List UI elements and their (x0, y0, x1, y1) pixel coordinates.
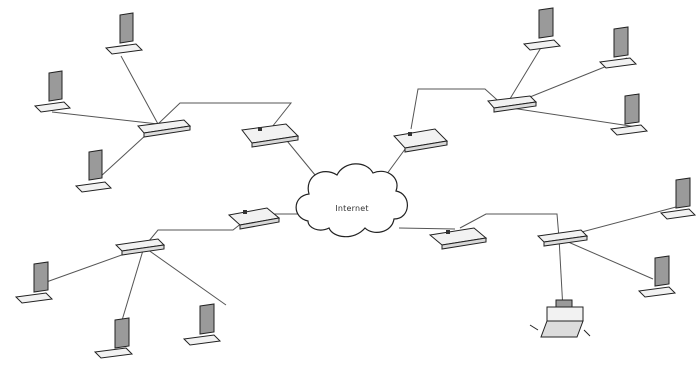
switch-icon (114, 238, 166, 256)
computer-bottom-left-1 (14, 261, 54, 304)
router-top-left (241, 123, 300, 148)
link-switch-br-pc2 (558, 237, 654, 280)
computer-icon (637, 255, 677, 298)
computer-icon (609, 93, 649, 136)
router-icon (227, 207, 281, 230)
link-switch-tl-router-tl (157, 102, 293, 128)
switch-icon (536, 229, 589, 247)
router-bottom-right (428, 227, 488, 250)
computer-top-right-2 (598, 26, 638, 69)
printer-icon (529, 299, 591, 338)
computer-icon (182, 303, 222, 346)
computer-icon (33, 70, 72, 113)
link-router-tl-cloud (282, 135, 321, 182)
computer-icon (93, 317, 134, 359)
router-icon (241, 123, 300, 148)
link-switch-br-router-br (459, 213, 560, 239)
router-top-right (393, 128, 449, 153)
computer-top-left-2 (33, 70, 72, 113)
cloud-icon (295, 163, 408, 238)
computer-top-left-1 (104, 12, 144, 55)
computer-icon (74, 149, 113, 193)
internet-cloud: Internet (295, 163, 408, 238)
link-switch-tl-pc1 (120, 55, 159, 125)
link-switch-tl-pc2 (51, 111, 159, 125)
computer-bottom-right-1 (659, 177, 697, 220)
switch-icon (487, 95, 538, 113)
computer-bottom-left-3 (182, 303, 222, 346)
computer-icon (104, 12, 144, 55)
switch-icon (137, 119, 192, 138)
switch-top-right (487, 95, 538, 113)
computer-bottom-right-2 (637, 255, 677, 298)
link-switch-bl-pc3 (143, 246, 227, 306)
computer-bottom-left-2 (93, 317, 134, 359)
computer-icon (14, 261, 54, 304)
link-switch-tr-router-tr (410, 88, 506, 130)
switch-top-left (137, 119, 192, 138)
router-icon (393, 128, 449, 153)
link-switch-tr-pc1 (504, 45, 543, 108)
switch-bottom-left (114, 238, 166, 256)
switch-bottom-right (536, 229, 589, 247)
computer-icon (522, 7, 562, 51)
computer-top-left-3 (74, 149, 113, 193)
link-switch-br-printer (558, 237, 564, 311)
router-icon (428, 227, 488, 250)
computer-top-right-3 (609, 93, 649, 136)
computer-icon (659, 177, 697, 220)
computer-top-right-1 (522, 7, 562, 51)
router-bottom-left (227, 207, 281, 230)
link-router-br-cloud (398, 227, 456, 230)
link-switch-tr-pc3 (504, 106, 638, 128)
cloud-label: Internet (335, 204, 368, 213)
computer-icon (598, 26, 638, 69)
printer-bottom-right (529, 299, 591, 338)
